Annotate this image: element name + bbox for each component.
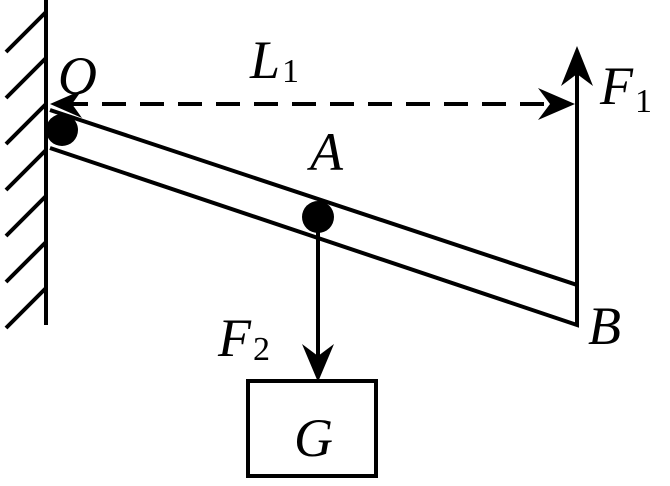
label-force-1: F1	[599, 56, 652, 120]
label-weight-g: G	[294, 408, 333, 468]
force-2-arrowhead	[302, 344, 334, 382]
label-force-1-sub: 1	[635, 83, 652, 120]
wall	[4, 0, 48, 330]
label-arm-length-sub: 1	[282, 53, 299, 90]
force-1-arrowhead	[561, 46, 593, 86]
label-arm-length-main: L	[249, 30, 280, 90]
lever-bar	[49, 108, 579, 328]
label-force-1-main: F	[599, 56, 634, 116]
label-force-2: F2	[217, 308, 270, 368]
pivot-dot	[46, 114, 78, 146]
label-end-b: B	[588, 296, 621, 356]
force-2-arrow	[302, 225, 334, 382]
arm-arrow-right	[538, 88, 575, 120]
wall-hatching	[4, 10, 48, 330]
label-force-2-sub: 2	[253, 331, 270, 368]
label-force-2-main: F	[217, 308, 252, 368]
weight-box	[246, 379, 378, 478]
arm-length-dimension	[50, 88, 575, 120]
point-a-dot	[302, 201, 334, 233]
force-1-arrow	[561, 46, 593, 285]
arm-arrow-left	[50, 90, 82, 118]
label-pivot-o: O	[58, 46, 97, 106]
label-arm-length: L1	[249, 30, 299, 90]
label-point-a: A	[307, 122, 344, 182]
